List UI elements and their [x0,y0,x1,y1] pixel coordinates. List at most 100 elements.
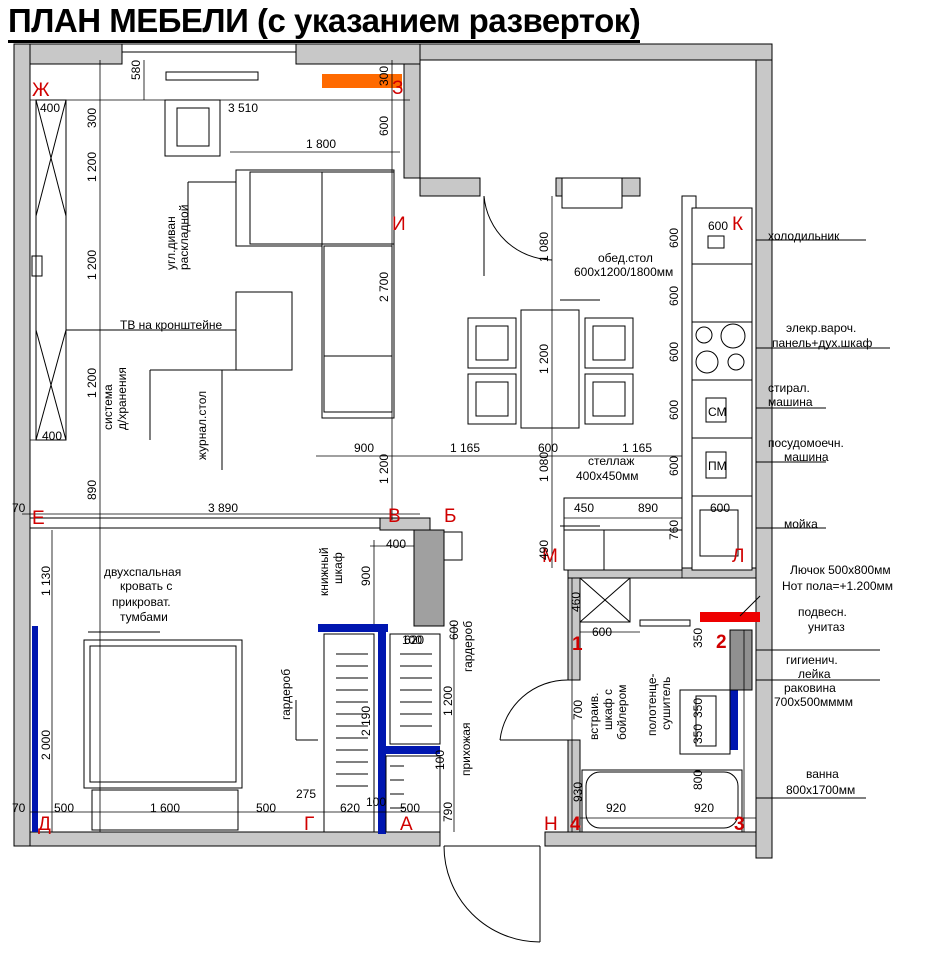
dimension-label: 400 [40,101,60,115]
dimension-label: 1 080 [537,452,551,482]
pm-label: ПМ [708,459,727,473]
dimension-label: 600 [377,116,391,136]
dimension-label: 1 130 [39,566,53,596]
hob-label-1: элекр.вароч. [786,321,856,335]
dishwasher-label-2: машина [784,450,829,464]
toilet-tank [729,629,753,691]
toilet-label-1: подвесн. [798,605,847,619]
dimension-label: 350 [691,628,705,648]
boiler-label-3: бойлером [615,684,629,740]
dining-label-1: обед.стол [598,251,653,265]
bed-label-4: тумбами [120,610,168,624]
dimension-label: 70 [12,801,26,815]
dimension-label: 1 165 [622,441,652,455]
marker-e: Е [32,508,45,529]
dimension-label: 350 [691,698,705,718]
dimension-label: 800 [691,770,705,790]
marker-k: К [732,214,743,235]
shower-label-2: лейка [798,667,831,681]
dimension-label: 1 080 [537,232,551,262]
wardrobes [323,633,441,833]
dimension-label: 3 890 [208,501,238,515]
dimension-label: 900 [359,566,373,586]
dimension-label: 500 [54,801,74,815]
marker-n: Н [544,814,558,835]
marker-3: 3 [734,814,745,835]
wardrobe-hangers [336,653,432,809]
dimension-label: 900 [354,441,374,455]
dimension-label: 600 [667,342,681,362]
dimension-label: 790 [441,802,455,822]
washer-label-2: машина [768,395,813,409]
basin-label-2: 700х500мммм [774,695,853,709]
dimension-label: 600 [667,456,681,476]
marker-g: Г [304,814,314,835]
dimension-label: 350 [691,724,705,744]
dimension-label: 600 [708,219,728,233]
marker-2: 2 [716,632,727,653]
bed-label-3: прикроват. [112,595,171,609]
wardrobe-label-2: гардероб [461,621,475,672]
dimension-label: 1 200 [85,152,99,182]
dimension-label: 460 [569,592,583,612]
dimension-label: 400 [386,537,406,551]
rack [563,497,683,571]
hatch-label-1: Лючок 500х800мм [790,563,891,577]
gray-column [413,529,445,627]
armchair [164,99,221,157]
marker-m: М [542,546,558,567]
dimension-label: 620 [404,633,424,647]
dimension-label: 600 [667,286,681,306]
bed-label-2: кровать с [120,579,172,593]
doors [443,195,569,943]
toilet-label-2: унитаз [808,620,845,634]
dimension-label: 1 165 [450,441,480,455]
dimension-label: 300 [85,108,99,128]
kitchen-radiator [561,177,623,209]
dimension-label: 620 [340,801,360,815]
dining-label-2: 600х1200/1800мм [574,265,673,279]
sink-label: мойка [784,517,818,531]
dimension-label: 300 [377,66,391,86]
dimension-label: 1 200 [85,368,99,398]
dimension-label: 600 [447,620,461,640]
basin-label-1: раковина [784,681,836,695]
marker-l: Л [732,546,744,567]
dimension-label: 70 [12,501,26,515]
marker-i: И [392,214,406,235]
dimension-lines [22,60,756,832]
orange-block [322,74,402,88]
hob-label-2: панель+дух.шкаф [772,336,872,350]
dimension-label: 2 700 [377,272,391,302]
bookshelf-label-1: книжный [317,547,331,596]
dimension-label: 600 [667,400,681,420]
dimension-label: 700 [571,700,585,720]
washer-label-1: стирал. [768,381,810,395]
dimension-label: 580 [129,60,143,80]
coffee-table-label: журнал.стол [195,391,209,460]
dimension-label: 1 600 [150,801,180,815]
bath-label-1: ванна [806,767,839,781]
fridge-label: холодильник [768,229,840,243]
rack-label-2: 400х450мм [576,469,639,483]
dimension-label: 1 200 [85,250,99,280]
dimension-label: 450 [574,501,594,515]
kitchen-counter [691,207,753,571]
storage-label-2: д/хранения [115,367,129,430]
dimension-label: 275 [296,787,316,801]
dimension-label: 2 190 [359,706,373,736]
wardrobe-label-1: гардероб [279,669,293,720]
dimension-label: 2 000 [39,730,53,760]
dimension-label: 1 800 [306,137,336,151]
bed-label-1: двухспальная [104,565,181,579]
hallway-label: прихожая [459,723,473,776]
bookshelf-label-2: шкаф [331,552,345,584]
dimension-label: 600 [592,625,612,639]
dimension-label: 500 [400,801,420,815]
dimension-label: 1 200 [441,686,455,716]
dishwasher-label-1: посудомоечн. [768,436,844,450]
marker-1: 1 [572,634,583,655]
dimension-label: 490 [537,540,551,560]
